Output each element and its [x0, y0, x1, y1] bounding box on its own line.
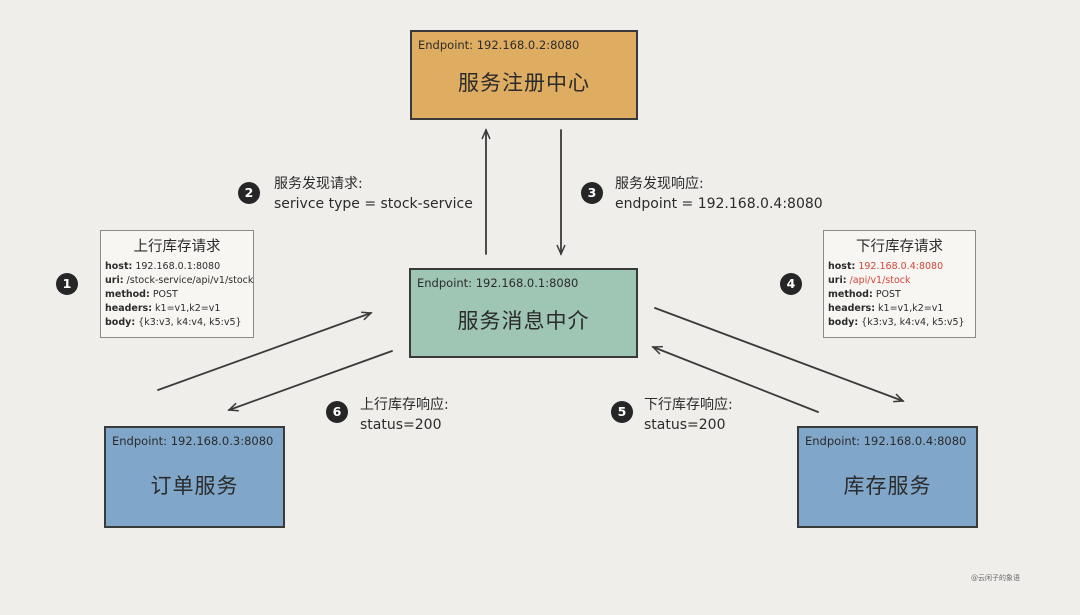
upstream-uri-row: uri: /stock-service/api/v1/stock: [105, 275, 254, 286]
message-broker-box: Endpoint: 192.168.0.1:8080 服务消息中介: [409, 268, 638, 358]
broker-endpoint: Endpoint: 192.168.0.1:8080: [417, 276, 579, 290]
step-3-badge: 3: [581, 182, 603, 204]
order-service-box: Endpoint: 192.168.0.3:8080 订单服务: [104, 426, 285, 528]
upstream-response-label: 上行库存响应: status=200: [360, 397, 449, 433]
order-service-title: 订单服务: [150, 474, 239, 498]
downstream-request-note: 下行库存请求 host: 192.168.0.4:8080 uri: /api/…: [823, 230, 976, 338]
downstream-body-row: body: {k3:v3, k4:v4, k5:v5}: [828, 317, 965, 328]
order-service-endpoint: Endpoint: 192.168.0.3:8080: [112, 434, 274, 448]
step-6-badge: 6: [326, 401, 348, 423]
arrow-broker-to-order: [227, 350, 393, 412]
downstream-uri-row: uri: /api/v1/stock: [828, 275, 911, 286]
broker-title: 服务消息中介: [457, 309, 590, 333]
step-4-badge: 4: [780, 273, 802, 295]
downstream-request-title: 下行库存请求: [856, 239, 943, 255]
step-2-badge: 2: [238, 182, 260, 204]
upstream-request-title: 上行库存请求: [133, 239, 221, 255]
arrow-broker-to-stock: [654, 307, 905, 403]
registry-endpoint: Endpoint: 192.168.0.2:8080: [418, 38, 580, 52]
upstream-host-row: host: 192.168.0.1:8080: [105, 261, 221, 272]
downstream-headers-row: headers: k1=v1,k2=v1: [828, 303, 944, 314]
upstream-headers-row: headers: k1=v1,k2=v1: [105, 303, 221, 314]
upstream-body-row: body: {k3:v3, k4:v4, k5:v5}: [105, 317, 242, 328]
downstream-response-label: 下行库存响应: status=200: [644, 397, 733, 433]
arrow-order-to-broker: [157, 311, 373, 391]
watermark: @云闲子的象语: [971, 574, 1020, 582]
upstream-request-note: 上行库存请求 host: 192.168.0.1:8080 uri: /stoc…: [100, 230, 254, 338]
arrow-stock-to-broker: [651, 345, 819, 413]
step-5-badge: 5: [611, 401, 633, 423]
registry-title: 服务注册中心: [458, 71, 590, 95]
upstream-method-row: method: POST: [105, 289, 178, 300]
stock-service-title: 库存服务: [843, 474, 932, 498]
downstream-host-row: host: 192.168.0.4:8080: [828, 261, 944, 272]
discovery-request-label: 服务发现请求: serivce type = stock-service: [274, 176, 473, 212]
step-1-badge: 1: [56, 273, 78, 295]
stock-service-box: Endpoint: 192.168.0.4:8080 库存服务: [797, 426, 978, 528]
discovery-response-label: 服务发现响应: endpoint = 192.168.0.4:8080: [615, 176, 823, 212]
stock-service-endpoint: Endpoint: 192.168.0.4:8080: [805, 434, 967, 448]
service-registry-box: Endpoint: 192.168.0.2:8080 服务注册中心: [410, 30, 638, 120]
downstream-method-row: method: POST: [828, 289, 901, 300]
